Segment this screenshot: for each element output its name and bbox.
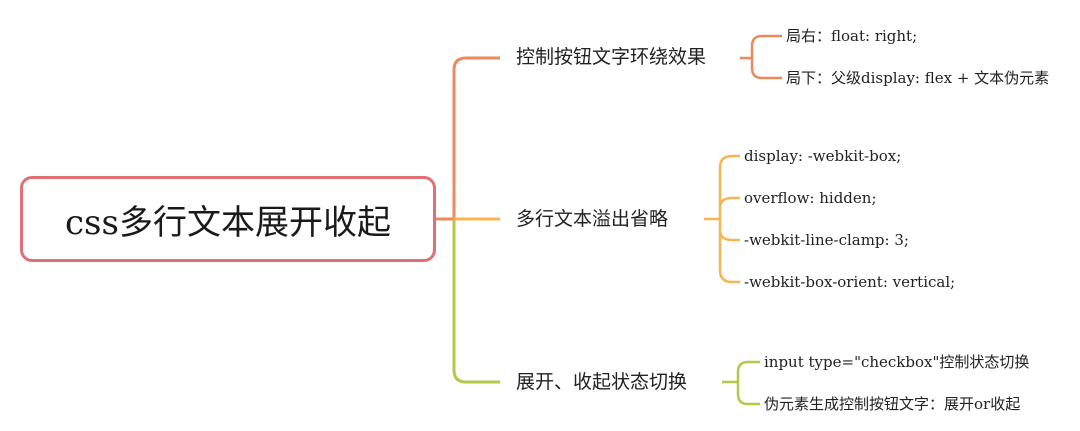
branch-2-children-connector <box>704 154 740 284</box>
branch-3-connector <box>452 219 500 384</box>
branch-2-child-2[interactable]: overflow: hidden; <box>744 189 877 207</box>
branch-2-child-3[interactable]: -webkit-line-clamp: 3; <box>744 231 909 249</box>
root-title: css多行文本展开收起 <box>65 202 391 243</box>
branch-1-child-2[interactable]: 局下：父级display: flex + 文本伪元素 <box>786 69 1050 87</box>
root-node[interactable]: css多行文本展开收起 <box>20 176 436 262</box>
branch-1-label[interactable]: 控制按钮文字环绕效果 <box>516 46 707 68</box>
branch-2-child-1[interactable]: display: -webkit-box; <box>744 147 902 165</box>
branch-2-child-4[interactable]: -webkit-box-orient: vertical; <box>744 273 956 291</box>
branch-1-children-connector <box>740 34 782 80</box>
branch-1-connector <box>452 56 500 219</box>
branch-3-children-connector <box>722 360 760 406</box>
branch-1-child-1[interactable]: 局右：float: right; <box>786 27 918 45</box>
branch-3-label[interactable]: 展开、收起状态切换 <box>516 371 688 393</box>
branch-3-child-2[interactable]: 伪元素生成控制按钮文字：展开or收起 <box>764 395 1021 413</box>
branch-3-child-1[interactable]: input type="checkbox"控制状态切换 <box>764 353 1030 371</box>
branch-2-label[interactable]: 多行文本溢出省略 <box>516 208 669 230</box>
